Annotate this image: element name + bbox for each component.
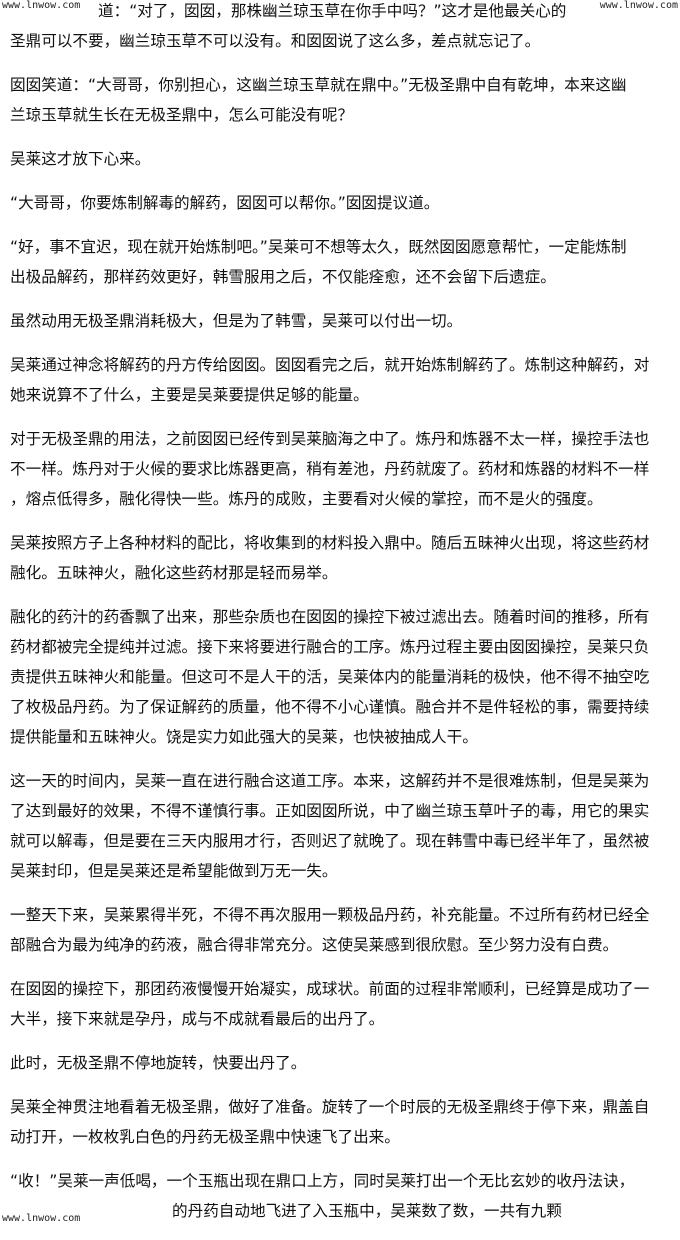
paragraph: 吴莱通过神念将解药的丹方传给囡囡。囡囡看完之后，就开始炼制解药了。炼制这种解药，… [10, 350, 680, 410]
text-line: 的丹药自动地飞进了入玉瓶中，吴莱数了数，一共有九颗 [172, 1202, 562, 1220]
paragraph: 此时，无极圣鼎不停地旋转，快要出丹了。 [10, 1048, 680, 1078]
text-line: 大半，接下来就是孕丹，成与不成就看最后的出丹了。 [10, 1010, 385, 1028]
paragraph: “大哥哥，你要炼制解毒的解药，囡囡可以帮你。”囡囡提议道。 [10, 188, 680, 218]
text-line: 不一样。炼丹对于火候的要求比炼器更高，稍有差池，丹药就废了。药材和炼器的材料不一… [10, 460, 650, 478]
text-line: 囡囡笑道：“大哥哥，你别担心，这幽兰琼玉草就在鼎中。”无极圣鼎中自有乾坤，本来这… [10, 76, 627, 94]
watermark-top-left: www.lnwow.com [0, 0, 83, 12]
text-line: 吴莱封印，但是吴莱还是希望能做到万无一失。 [10, 862, 338, 880]
paragraph: 虽然动用无极圣鼎消耗极大，但是为了韩雪，吴莱可以付出一切。 [10, 306, 680, 336]
text-line: 融化。五昧神火，融化这些药材那是轻而易举。 [10, 564, 338, 582]
text-line: 对于无极圣鼎的用法，之前囡囡已经传到吴莱脑海之中了。炼丹和炼器不太一样，操控手法… [10, 430, 650, 448]
text-line: ，熔点低得多，融化得快一些。炼丹的成败，主要看对火候的掌控，而不是火的强度。 [10, 490, 603, 508]
text-line: 她来说算不了什么，主要是吴莱要提供足够的能量。 [10, 386, 369, 404]
text-line: 圣鼎可以不要，幽兰琼玉草不可以没有。和囡囡说了这么多，差点就忘记了。 [10, 32, 541, 50]
text-line: 吴莱全神贯注地看着无极圣鼎，做好了准备。旋转了一个时辰的无极圣鼎终于停下来，鼎盖… [10, 1098, 650, 1116]
text-line: 药材都被完全提纯并过滤。接下来将要进行融合的工序。炼丹过程主要由囡囡操控，吴莱只… [10, 638, 650, 656]
text-line: 提供能量和五昧神火。饶是实力如此强大的吴莱，也快被抽成人干。 [10, 728, 478, 746]
text-line: 虽然动用无极圣鼎消耗极大，但是为了韩雪，吴莱可以付出一切。 [10, 312, 463, 330]
text-line: 部融合为最为纯净的药液，融合得非常充分。这使吴莱感到很欣慰。至少努力没有白费。 [10, 936, 619, 954]
text-line: 吴莱按照方子上各种材料的配比，将收集到的材料投入鼎中。随后五昧神火出现，将这些药… [10, 534, 650, 552]
text-line: “收！”吴莱一声低喝，一个玉瓶出现在鼎口上方，同时吴莱打出一个无比玄妙的收丹法诀… [10, 1172, 635, 1190]
text-line: 责提供五昧神火和能量。但这可不是人干的活，吴莱体内的能量消耗的极快，他不得不抽空… [10, 668, 650, 686]
paragraph: 这一天的时间内，吴莱一直在进行融合这道工序。本来，这解药并不是很难炼制，但是吴莱… [10, 766, 680, 886]
paragraph: 吴莱这才放下心来。 [10, 144, 680, 174]
watermark-bottom-left: www.lnwow.com [0, 1213, 83, 1225]
paragraph: 在囡囡的操控下，那团药液慢慢开始凝实，成球状。前面的过程非常顺利，已经算是成功了… [10, 974, 680, 1034]
article-body: 道：“对了，囡囡，那株幽兰琼玉草在你手中吗？”这才是他最关心的圣鼎可以不要，幽兰… [10, 0, 680, 1240]
paragraph: “收！”吴莱一声低喝，一个玉瓶出现在鼎口上方，同时吴莱打出一个无比玄妙的收丹法诀… [10, 1166, 680, 1226]
text-line: 道：“对了，囡囡，那株幽兰琼玉草在你手中吗？”这才是他最关心的 [98, 2, 567, 20]
text-line: 这一天的时间内，吴莱一直在进行融合这道工序。本来，这解药并不是很难炼制，但是吴莱… [10, 772, 650, 790]
text-line: 吴莱这才放下心来。 [10, 150, 151, 168]
paragraph: “好，事不宜迟，现在就开始炼制吧。”吴莱可不想等太久，既然囡囡愿意帮忙，一定能炼… [10, 232, 680, 292]
text-line: 一整天下来，吴莱累得半死，不得不再次服用一颗极品丹药，补充能量。不过所有药材已经… [10, 906, 650, 924]
text-line: 此时，无极圣鼎不停地旋转，快要出丹了。 [10, 1054, 307, 1072]
text-line: 融化的药汁的药香飘了出来，那些杂质也在囡囡的操控下被过滤出去。随着时间的推移，所… [10, 608, 650, 626]
paragraph: 吴莱全神贯注地看着无极圣鼎，做好了准备。旋转了一个时辰的无极圣鼎终于停下来，鼎盖… [10, 1092, 680, 1152]
paragraph: 融化的药汁的药香飘了出来，那些杂质也在囡囡的操控下被过滤出去。随着时间的推移，所… [10, 602, 680, 752]
text-line: 在囡囡的操控下，那团药液慢慢开始凝实，成球状。前面的过程非常顺利，已经算是成功了… [10, 980, 650, 998]
paragraph: 一整天下来，吴莱累得半死，不得不再次服用一颗极品丹药，补充能量。不过所有药材已经… [10, 900, 680, 960]
paragraph: 吴莱按照方子上各种材料的配比，将收集到的材料投入鼎中。随后五昧神火出现，将这些药… [10, 528, 680, 588]
paragraph: 对于无极圣鼎的用法，之前囡囡已经传到吴莱脑海之中了。炼丹和炼器不太一样，操控手法… [10, 424, 680, 514]
text-line: 就可以解毒，但是要在三天内服用才行，否则迟了就晚了。现在韩雪中毒已经半年了，虽然… [10, 832, 650, 850]
text-line: 吴莱通过神念将解药的丹方传给囡囡。囡囡看完之后，就开始炼制解药了。炼制这种解药，… [10, 356, 650, 374]
watermark-top-right: www.lnwow.com [597, 0, 680, 12]
text-line: 动打开，一枚枚乳白色的丹药无极圣鼎中快速飞了出来。 [10, 1128, 400, 1146]
text-line: 兰琼玉草就生长在无极圣鼎中，怎么可能没有呢？ [10, 106, 354, 124]
text-line: 了枚极品丹药。为了保证解药的质量，他不得不小心谨慎。融合并不是件轻松的事，需要持… [10, 698, 650, 716]
text-line: “好，事不宜迟，现在就开始炼制吧。”吴莱可不想等太久，既然囡囡愿意帮忙，一定能炼… [10, 238, 627, 256]
paragraph: 道：“对了，囡囡，那株幽兰琼玉草在你手中吗？”这才是他最关心的圣鼎可以不要，幽兰… [10, 0, 680, 56]
text-line: 出极品解药，那样药效更好，韩雪服用之后，不仅能痊愈，还不会留下后遗症。 [10, 268, 556, 286]
text-line: 了达到最好的效果，不得不谨慎行事。正如囡囡所说，中了幽兰琼玉草叶子的毒，用它的果… [10, 802, 650, 820]
paragraph: 囡囡笑道：“大哥哥，你别担心，这幽兰琼玉草就在鼎中。”无极圣鼎中自有乾坤，本来这… [10, 70, 680, 130]
text-line: “大哥哥，你要炼制解毒的解药，囡囡可以帮你。”囡囡提议道。 [10, 194, 440, 212]
